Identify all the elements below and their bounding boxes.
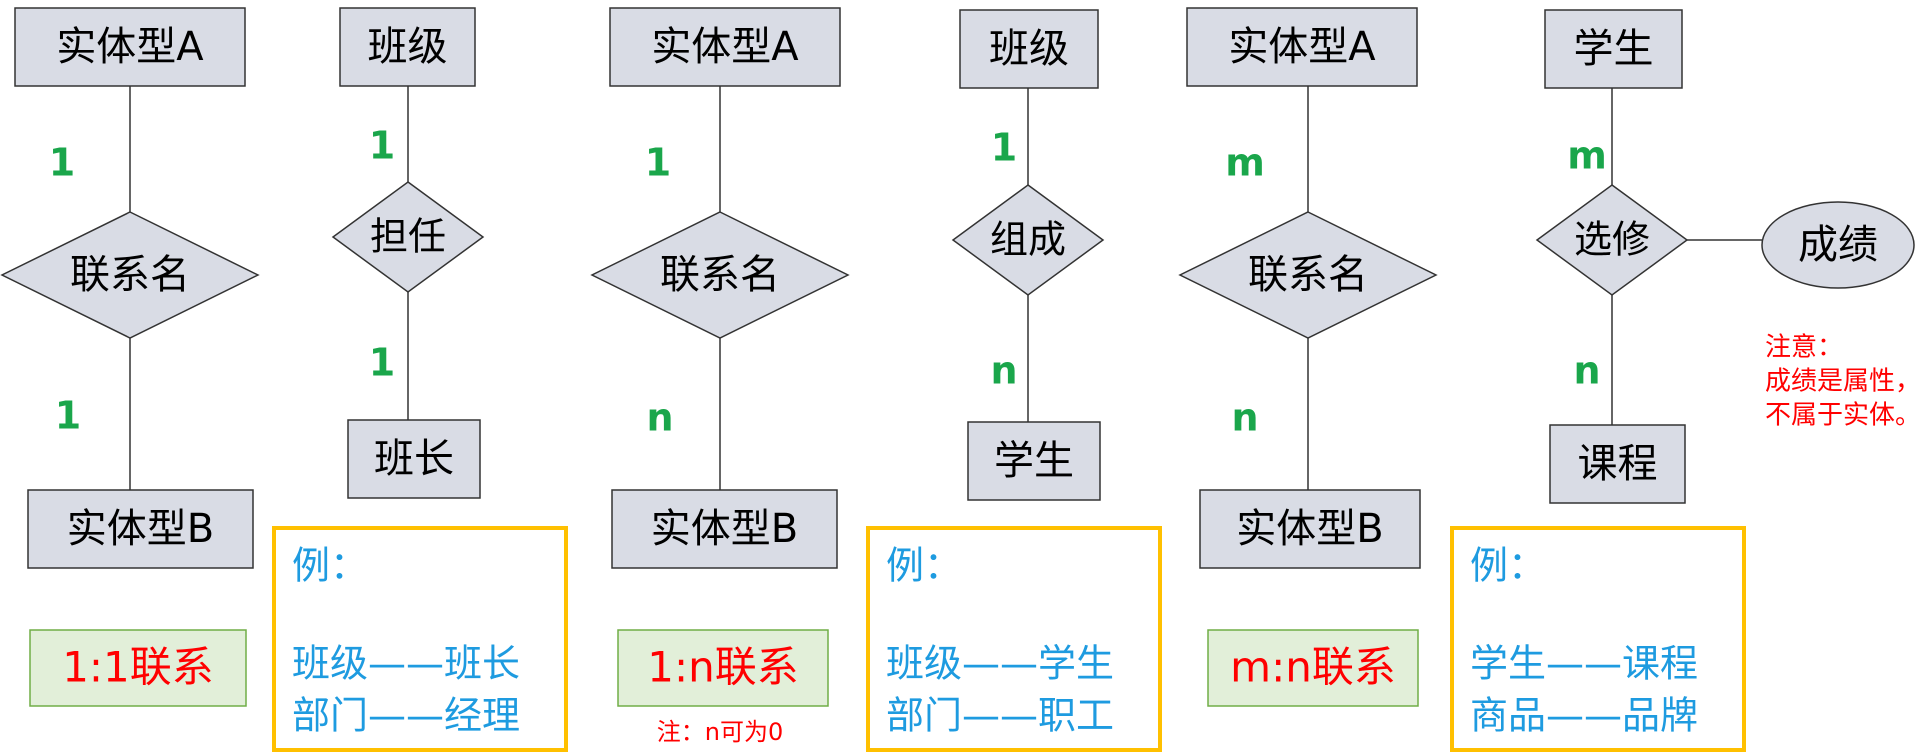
cardinality-top: m [1567, 134, 1607, 178]
relation-diamond [590, 211, 850, 339]
entity-label: 实体型B [651, 506, 798, 552]
example-box [272, 526, 568, 752]
entity-top: 实体型A [1186, 7, 1418, 87]
entity-label: 实体型A [56, 24, 204, 70]
entity-bottom: 课程 [1549, 424, 1686, 504]
relationship-type-box [617, 629, 829, 707]
example-box [866, 526, 1162, 752]
cardinality-bottom: 1 [55, 394, 81, 438]
relation-label: 联系名 [70, 252, 190, 298]
entity-label: 学生 [994, 438, 1074, 484]
entity-label: 实体型B [67, 506, 214, 552]
entity-rect [609, 7, 841, 87]
relationship: 联系名 [590, 211, 850, 339]
relationship: 联系名 [1178, 211, 1438, 339]
relationship-type-box [1207, 629, 1419, 707]
entity-label: 课程 [1578, 441, 1658, 487]
cardinality-top: 1 [645, 141, 671, 185]
entity-label: 实体型A [1228, 24, 1376, 70]
entity-rect [347, 419, 481, 499]
relationship-type-label: m:n联系 [1230, 643, 1396, 692]
entity-bottom: 实体型B [1199, 489, 1421, 569]
entity-rect [339, 7, 476, 87]
relation-diamond [1178, 211, 1438, 339]
entity-label: 实体型A [651, 24, 799, 70]
entity-rect [611, 489, 838, 569]
cardinality-bottom: n [990, 349, 1017, 393]
example-line: 班级——学生 [886, 642, 1114, 686]
relationship: 联系名 [0, 211, 260, 339]
entity-top: 实体型A [609, 7, 841, 87]
entity-bottom: 班长 [347, 419, 481, 499]
relation-label: 担任 [370, 215, 446, 259]
relation-diamond [0, 211, 260, 339]
relation-label: 联系名 [660, 252, 780, 298]
cardinality-top: 1 [991, 126, 1017, 170]
entity-top: 班级 [339, 7, 476, 87]
entity-top: 学生 [1544, 9, 1683, 89]
entity-rect [959, 9, 1099, 89]
relation-label: 组成 [990, 218, 1066, 262]
entity-rect [1199, 489, 1421, 569]
entity-top: 实体型A [14, 7, 246, 87]
entity-rect [1544, 9, 1683, 89]
cardinality-top: 1 [369, 124, 395, 168]
attribute-note-line: 注意： [1765, 333, 1843, 363]
example-title: 例： [886, 544, 962, 588]
entity-label: 实体型B [1236, 506, 1383, 552]
entity-label: 班级 [368, 24, 448, 70]
example-line: 商品——品牌 [1470, 694, 1698, 738]
relationship-type-box [29, 629, 247, 707]
example-line: 部门——经理 [292, 694, 520, 738]
relationship: 担任 [331, 181, 485, 293]
relationship-type-label: 1:1联系 [62, 643, 214, 692]
entity-rect [967, 421, 1101, 501]
relationship: 组成 [951, 184, 1105, 296]
entity-label: 班级 [989, 26, 1069, 72]
relationship-type-label: 1:n联系 [647, 643, 799, 692]
relation-label: 选修 [1574, 218, 1650, 262]
example-line: 学生——课程 [1470, 642, 1698, 686]
attribute-note-line: 不属于实体。 [1765, 401, 1921, 431]
example-line: 部门——职工 [886, 694, 1114, 738]
entity-top: 班级 [959, 9, 1099, 89]
relation-label: 联系名 [1248, 252, 1368, 298]
entity-rect [1549, 424, 1686, 504]
cardinality-bottom: n [646, 396, 673, 440]
example-title: 例： [1470, 544, 1546, 588]
cardinality-bottom: n [1231, 396, 1258, 440]
cardinality-top: m [1225, 141, 1265, 185]
entity-rect [1186, 7, 1418, 87]
example-box [1450, 526, 1746, 752]
entity-bottom: 学生 [967, 421, 1101, 501]
entity-bottom: 实体型B [611, 489, 838, 569]
relation-diamond [331, 181, 485, 293]
example-title: 例： [292, 544, 368, 588]
entity-rect [14, 7, 246, 87]
relation-diamond [951, 184, 1105, 296]
relation-diamond [1535, 184, 1689, 296]
attribute-label: 成绩 [1798, 222, 1878, 268]
entity-label: 学生 [1574, 26, 1654, 72]
cardinality-top: 1 [49, 141, 75, 185]
cardinality-bottom: 1 [369, 341, 395, 385]
entity-label: 班长 [374, 436, 454, 482]
entity-rect [27, 489, 254, 569]
entity-bottom: 实体型B [27, 489, 254, 569]
cardinality-bottom: n [1573, 349, 1600, 393]
attribute-ellipse [1761, 201, 1915, 289]
relationship: 选修 [1535, 184, 1689, 296]
example-line: 班级——班长 [292, 642, 520, 686]
attribute-note-line: 成绩是属性， [1765, 367, 1921, 397]
relationship-note: 注：n可为0 [657, 718, 783, 746]
